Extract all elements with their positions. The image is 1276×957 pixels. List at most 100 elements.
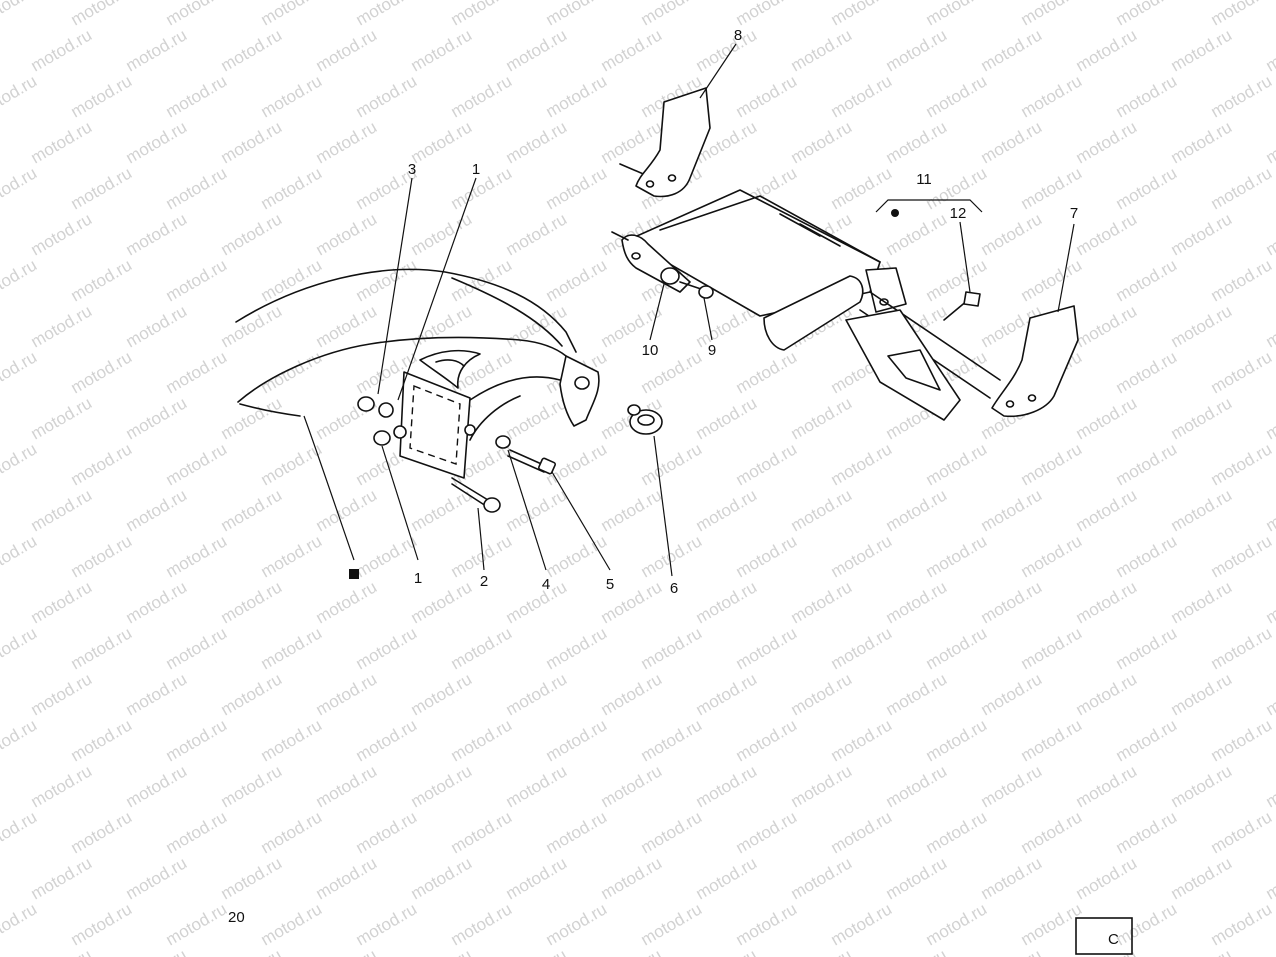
leader-7 xyxy=(1057,223,1075,313)
watermark-text: motod.ru xyxy=(788,853,856,903)
watermark-text: motod.ru xyxy=(1113,807,1181,857)
watermark-text: motod.ru xyxy=(1208,439,1276,489)
fender-mount-hole xyxy=(574,376,590,390)
watermark-text: motod.ru xyxy=(218,853,286,903)
watermark-text: motod.ru xyxy=(1168,853,1236,903)
fender-marker-square xyxy=(349,569,359,579)
watermark-text: motod.ru xyxy=(163,439,231,489)
watermark-text: motod.ru xyxy=(883,853,951,903)
watermark-text: motod.ru xyxy=(123,853,191,903)
bolt-9-head xyxy=(698,285,714,299)
watermark-text: motod.ru xyxy=(978,761,1046,811)
watermark-text: motod.ru xyxy=(1018,0,1086,29)
watermark-text: motod.ru xyxy=(978,25,1046,75)
watermark-text: motod.ru xyxy=(503,853,571,903)
collar-lower-2 xyxy=(393,425,407,439)
claw-inner-line xyxy=(435,359,465,367)
watermark-text: motod.ru xyxy=(733,71,801,121)
watermark-text: motod.ru xyxy=(68,0,136,29)
watermark-text: motod.ru xyxy=(788,669,856,719)
footer-box: C xyxy=(1075,917,1133,955)
watermark-text: motod.ru xyxy=(978,577,1046,627)
watermark-text: motod.ru xyxy=(883,117,951,167)
watermark-text: motod.ru xyxy=(788,945,856,957)
watermark-text: motod.ru xyxy=(693,393,761,443)
watermark-text: motod.ru xyxy=(1263,25,1276,75)
watermark-text: motod.ru xyxy=(1168,25,1236,75)
watermark-text: motod.ru xyxy=(218,761,286,811)
fender-inner-arc xyxy=(237,336,567,403)
watermark-text: motod.ru xyxy=(1073,117,1141,167)
leader-2 xyxy=(477,507,485,571)
watermark-text: motod.ru xyxy=(0,899,40,949)
watermark-text: motod.ru xyxy=(828,531,896,581)
watermark-text: motod.ru xyxy=(163,347,231,397)
watermark-text: motod.ru xyxy=(28,853,96,903)
watermark-text: motod.ru xyxy=(883,761,951,811)
watermark-text: motod.ru xyxy=(313,209,381,259)
watermark-text: motod.ru xyxy=(923,715,991,765)
bolt-5 xyxy=(507,449,556,475)
watermark-text: motod.ru xyxy=(1263,945,1276,957)
watermark-text: motod.ru xyxy=(978,853,1046,903)
watermark-text: motod.ru xyxy=(733,623,801,673)
watermark-text: motod.ru xyxy=(123,669,191,719)
watermark-text: motod.ru xyxy=(1263,301,1276,351)
watermark-text: motod.ru xyxy=(408,761,476,811)
grommet-inner xyxy=(637,414,655,426)
watermark-text: motod.ru xyxy=(1168,301,1236,351)
watermark-text: motod.ru xyxy=(1113,255,1181,305)
watermark-text: motod.ru xyxy=(258,163,326,213)
watermark-text: motod.ru xyxy=(28,393,96,443)
watermark-text: motod.ru xyxy=(163,0,231,29)
watermark-text: motod.ru xyxy=(1113,347,1181,397)
watermark-text: motod.ru xyxy=(258,623,326,673)
watermark-text: motod.ru xyxy=(123,25,191,75)
watermark-text: motod.ru xyxy=(448,899,516,949)
watermark-text: motod.ru xyxy=(313,945,381,957)
watermark-text: motod.ru xyxy=(503,577,571,627)
watermark-text: motod.ru xyxy=(883,577,951,627)
watermark-text: motod.ru xyxy=(1208,71,1276,121)
watermark-text: motod.ru xyxy=(353,71,421,121)
bolt-2 xyxy=(451,477,501,513)
watermark-text: motod.ru xyxy=(733,347,801,397)
watermark-text: motod.ru xyxy=(218,209,286,259)
watermark-text: motod.ru xyxy=(1208,0,1276,29)
callout-9: 9 xyxy=(708,342,716,359)
watermark-text: motod.ru xyxy=(693,669,761,719)
watermark-text: motod.ru xyxy=(543,531,611,581)
watermark-text: motod.ru xyxy=(408,25,476,75)
group-11-mark-dot xyxy=(891,209,899,217)
watermark-text: motod.ru xyxy=(258,0,326,29)
watermark-text: motod.ru xyxy=(313,485,381,535)
watermark-text: motod.ru xyxy=(503,485,571,535)
leader-5 xyxy=(551,471,611,571)
watermark-text: motod.ru xyxy=(923,531,991,581)
washer-4 xyxy=(495,435,511,449)
callout-3: 3 xyxy=(408,161,416,178)
watermark-text: motod.ru xyxy=(1113,71,1181,121)
leader-lines xyxy=(303,43,1075,577)
watermark-text: motod.ru xyxy=(788,485,856,535)
footer-box-glyph: C xyxy=(1108,931,1119,948)
watermark-text: motod.ru xyxy=(1018,531,1086,581)
watermark-text: motod.ru xyxy=(218,945,286,957)
watermark-text: motod.ru xyxy=(1208,531,1276,581)
watermark-text: motod.ru xyxy=(1113,531,1181,581)
plate-bracket-outline-hidden xyxy=(409,384,461,465)
rubber-grommet-6 xyxy=(627,404,663,435)
plate-hole xyxy=(464,424,476,436)
watermark-text: motod.ru xyxy=(1208,807,1276,857)
watermark-text: motod.ru xyxy=(1113,623,1181,673)
watermark-text: motod.ru xyxy=(408,853,476,903)
frame-right-endplate xyxy=(763,275,864,351)
watermark-text: motod.ru xyxy=(638,715,706,765)
bolt-2-head xyxy=(483,497,501,513)
watermark-text: motod.ru xyxy=(1208,163,1276,213)
watermark-text: motod.ru xyxy=(1208,715,1276,765)
watermark-text: motod.ru xyxy=(448,623,516,673)
watermark-text: motod.ru xyxy=(1263,669,1276,719)
washer-10 xyxy=(660,267,680,285)
